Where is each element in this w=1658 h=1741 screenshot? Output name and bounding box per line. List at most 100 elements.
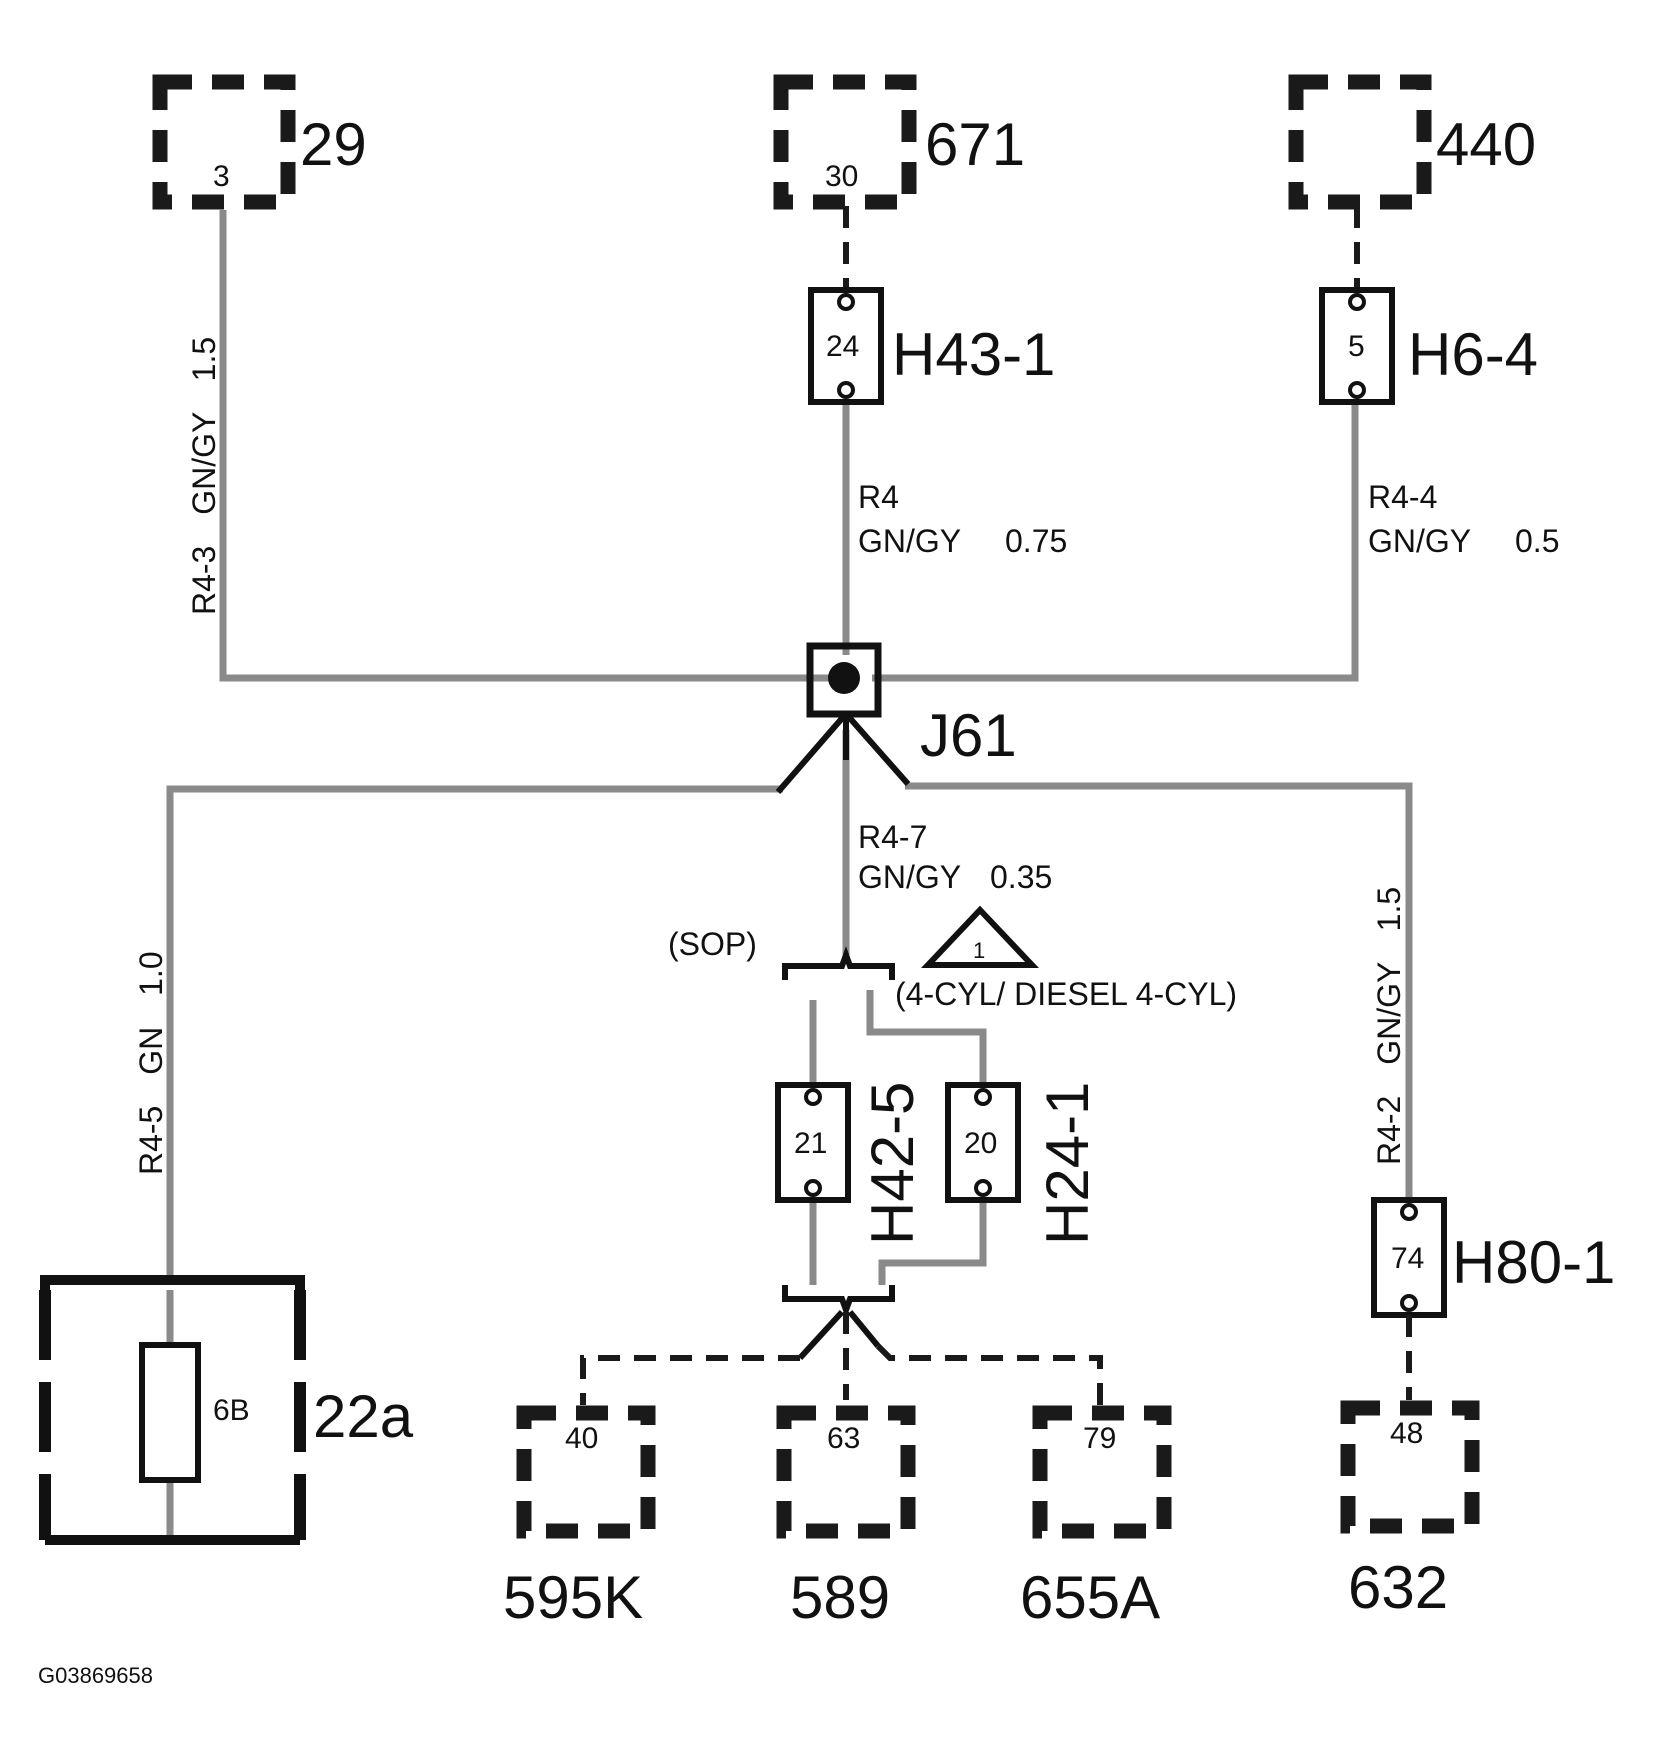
option-4cyl-label: (4-CYL/ DIESEL 4-CYL) [895,976,1237,1012]
connector-h42-5: 21 H42-5 [775,1082,926,1245]
component-632-label: 632 [1348,1554,1448,1621]
component-632-pin: 48 [1390,1417,1423,1450]
wire-r4-color: GN/GY [858,523,961,559]
component-595k-pin: 40 [565,1422,598,1455]
component-440-label: 440 [1436,111,1536,178]
component-29-box [152,74,296,210]
connector-h6-4: 5 H6-4 [1319,287,1538,405]
connector-h24-1: 20 H24-1 [945,1082,1101,1245]
component-655a-box [1032,1405,1172,1539]
wire-label-r4-7: R4-7 GN/GY 0.35 [858,819,1052,895]
wire-r4-5 [166,785,783,1278]
merge-node-left [797,1309,845,1361]
wire-r4-2 [905,782,1413,1200]
connector-h80-1: 74 H80-1 [1371,1197,1615,1400]
wire-r4-3-size: 1.5 [186,337,222,381]
connector-h24-1-pin-top [974,1088,992,1106]
fuse-label: 6B [213,1394,250,1427]
note-triangle [921,905,1039,968]
connector-h24-1-pin-bottom [974,1179,992,1197]
connector-h43-1-pin-bottom [837,381,855,399]
connector-h24-1-pin: 20 [964,1127,997,1160]
connector-h43-1-pin: 24 [826,330,859,363]
wire-label-r4-3: R4-3 GN/GY 1.5 [186,337,222,615]
wire-r4-3 [219,210,838,682]
connector-h6-4-pin-top [1348,293,1366,311]
component-29: 3 29 [152,74,367,210]
component-22a: 6B 22a [39,1275,414,1545]
option-bracket-bottom [782,1285,895,1319]
component-632-box [1340,1400,1480,1534]
connector-h80-1-pin: 74 [1391,1242,1424,1275]
component-589-pin: 63 [827,1422,860,1455]
wire-r4-2-id: R4-2 [1371,1096,1407,1165]
option-merge-bottom [580,1285,1103,1405]
wire-r4-5-size: 1.0 [133,951,169,995]
component-671-label: 671 [925,111,1025,178]
connector-h42-5-pin-top [804,1088,822,1106]
splice-dot [828,662,860,694]
note-triangle-number: 1 [973,938,985,963]
component-595k-label: 595K [503,1564,643,1631]
wire-r4-4 [872,402,1359,682]
component-671-box [773,74,917,210]
wire-r4-4-size: 0.5 [1515,523,1559,559]
wire-r4-size: 0.75 [1005,523,1067,559]
connector-h80-1-pin-top [1400,1203,1418,1221]
connector-h43-1-pin-top [837,293,855,311]
merge-dash-left [580,1355,800,1405]
connector-h6-4-pin: 5 [1348,330,1365,363]
diagram-code: G03869658 [38,1663,153,1688]
component-671: 30 671 [773,74,1025,290]
connector-h42-5-label: H42-5 [859,1082,926,1245]
component-589: 63 589 [776,1405,916,1631]
connector-h24-1-label: H24-1 [1034,1082,1101,1245]
option-sop-label: (SOP) [668,926,757,962]
option-bracket-top [782,946,895,980]
splice-label: J61 [920,702,1017,769]
connector-h43-1: 24 H43-1 [808,287,1055,405]
wire-r4-5-id: R4-5 [133,1106,169,1175]
wire-r4-3-color: GN/GY [186,412,222,515]
wire-label-r4: R4 GN/GY 0.75 [858,479,1067,559]
component-595k: 40 595K [503,1405,656,1631]
connector-h80-1-label: H80-1 [1452,1229,1615,1296]
component-655a-label: 655A [1020,1564,1160,1631]
wire-r4-4-id: R4-4 [1368,479,1437,515]
wire-r4-2-size: 1.5 [1371,887,1407,931]
wire-label-r4-2: R4-2 GN/GY 1.5 [1371,887,1407,1165]
wire-r4-7-id: R4-7 [858,819,927,855]
component-655a: 79 655A [1020,1405,1172,1631]
svg-text:R4-5 GN 1.0: R4-5 GN 1.0 [133,951,169,1175]
component-440-box [1288,74,1432,210]
connector-h6-4-label: H6-4 [1408,321,1538,388]
wire-r4-2-color: GN/GY [1371,962,1407,1065]
component-589-label: 589 [790,1564,890,1631]
svg-text:R4-3 GN/GY 1.5: R4-3 GN/GY 1.5 [186,337,222,615]
wire-r4-7-size: 0.35 [990,859,1052,895]
wire-4cyl-branch [866,990,987,1085]
component-22a-label: 22a [313,1383,414,1450]
component-440: 440 [1288,74,1536,290]
wire-label-r4-4: R4-4 GN/GY 0.5 [1368,479,1559,559]
wire-r4-5-color: GN [133,1027,169,1075]
wire-r4-7-color: GN/GY [858,859,961,895]
option-split-top: (SOP) 1 (4-CYL/ DIESEL 4-CYL) [668,905,1237,1012]
component-589-box [776,1405,916,1539]
wire-r4-4-color: GN/GY [1368,523,1471,559]
wire-network [166,210,1413,1540]
connector-h42-5-pin-bottom [804,1179,822,1197]
merge-dash-right [875,1343,1103,1405]
component-595k-box [516,1405,656,1539]
connector-h43-1-label: H43-1 [892,321,1055,388]
splice-node-left [775,714,847,794]
splice-node-right [845,714,911,786]
wire-label-r4-5: R4-5 GN 1.0 [133,951,169,1175]
component-655a-pin: 79 [1083,1422,1116,1455]
component-29-label: 29 [300,111,367,178]
splice-box [806,642,882,718]
wire-h24-1-out [878,1200,987,1285]
connector-h42-5-pin: 21 [794,1127,827,1160]
fuse-box-top [40,1275,305,1290]
